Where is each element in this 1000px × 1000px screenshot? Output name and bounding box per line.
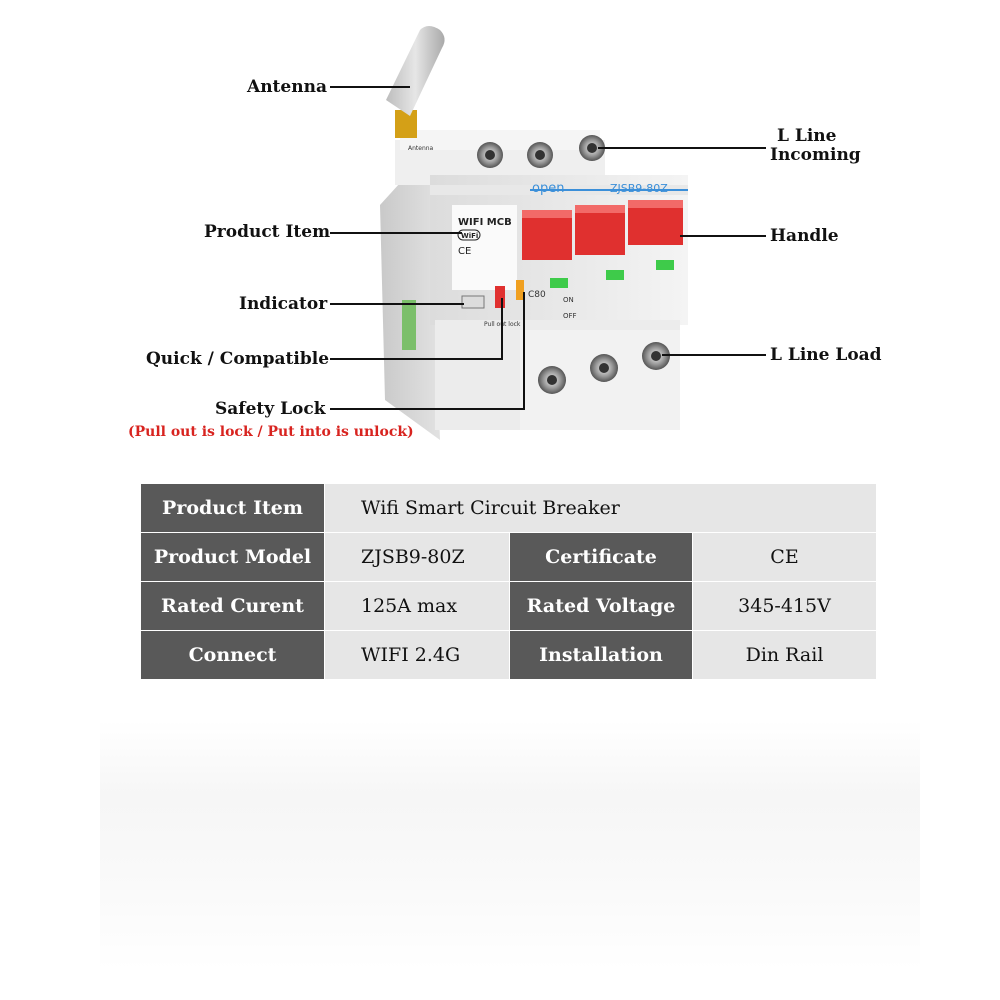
callout-safety-lock: Safety Lock	[215, 399, 326, 419]
leader-quick-compatible	[330, 358, 502, 360]
callout-product-item: Product Item	[204, 222, 331, 242]
leader-product-item	[330, 232, 462, 234]
leader-antenna	[330, 86, 410, 88]
handles	[522, 200, 683, 260]
callout-l-line-load: L Line Load	[770, 345, 882, 365]
spec-value-certificate: CE	[691, 532, 878, 582]
brand-text: open	[532, 181, 564, 196]
wifi-module-face: WIFI MCB WiFi CE	[452, 205, 524, 309]
quick-switch[interactable]	[516, 280, 524, 300]
ce-mark-text: CE	[458, 246, 471, 257]
spec-header-rated-voltage: Rated Voltage	[509, 581, 693, 631]
callout-l-line-incoming-line1: L Line	[777, 126, 837, 146]
spec-header-installation: Installation	[509, 630, 693, 680]
spec-value-rated-voltage: 345-415V	[691, 581, 878, 631]
leader-quick-compatible-vertical	[501, 298, 503, 360]
model-text-on-device: ZJSB9-80Z	[610, 182, 668, 195]
spec-value-product-item: Wifi Smart Circuit Breaker	[323, 483, 878, 533]
safety-lock-switch[interactable]	[495, 286, 505, 308]
on-label: ON	[563, 296, 574, 304]
spec-header-product-item: Product Item	[140, 483, 325, 533]
status-indicators	[550, 260, 674, 288]
rating-text: C80	[528, 290, 546, 300]
spec-header-connect: Connect	[140, 630, 325, 680]
leader-handle	[680, 235, 766, 237]
leader-safety-lock	[330, 408, 524, 410]
spec-header-certificate: Certificate	[509, 532, 693, 582]
antenna	[386, 26, 445, 138]
bottom-terminal-screws	[538, 342, 670, 394]
callout-indicator: Indicator	[239, 294, 328, 314]
leader-indicator	[330, 303, 464, 305]
spec-value-installation: Din Rail	[691, 630, 878, 680]
leader-l-line-load	[662, 354, 766, 356]
spec-value-rated-current: 125A max	[324, 581, 510, 631]
callout-handle: Handle	[770, 226, 839, 246]
circuit-breaker-illustration: WIFI MCB WiFi CE open ZJSB9-80Z C80 ON O…	[380, 26, 688, 440]
wifi-mcb-text: WIFI MCB	[458, 217, 512, 228]
callout-quick-compatible: Quick / Compatible	[146, 349, 330, 369]
off-label: OFF	[563, 312, 577, 320]
spec-header-product-model: Product Model	[140, 532, 325, 582]
leader-l-line-incoming	[598, 147, 766, 149]
enclosure-side	[380, 150, 440, 440]
spec-table: Product Item Wifi Smart Circuit Breaker …	[140, 483, 878, 680]
table-row: Rated Curent 125A max Rated Voltage 345-…	[140, 581, 878, 631]
table-row: Product Model ZJSB9-80Z Certificate CE	[140, 532, 878, 582]
callout-antenna: Antenna	[247, 77, 327, 97]
wifi-badge-text: WiFi	[461, 232, 478, 240]
callout-l-line-incoming-line2: Incoming	[770, 145, 861, 165]
safety-lock-note: (Pull out is lock / Put into is unlock)	[128, 424, 414, 440]
table-row: Connect WIFI 2.4G Installation Din Rail	[140, 630, 878, 680]
spec-header-rated-current: Rated Curent	[140, 581, 325, 631]
spec-value-product-model: ZJSB9-80Z	[324, 532, 510, 582]
spec-value-connect: WIFI 2.4G	[324, 630, 510, 680]
table-row: Product Item Wifi Smart Circuit Breaker	[140, 483, 878, 533]
background-fade	[100, 720, 920, 970]
antenna-label-on-device: Antenna	[408, 145, 434, 152]
leader-safety-lock-vertical	[523, 292, 525, 410]
top-terminal-screws	[477, 135, 605, 168]
